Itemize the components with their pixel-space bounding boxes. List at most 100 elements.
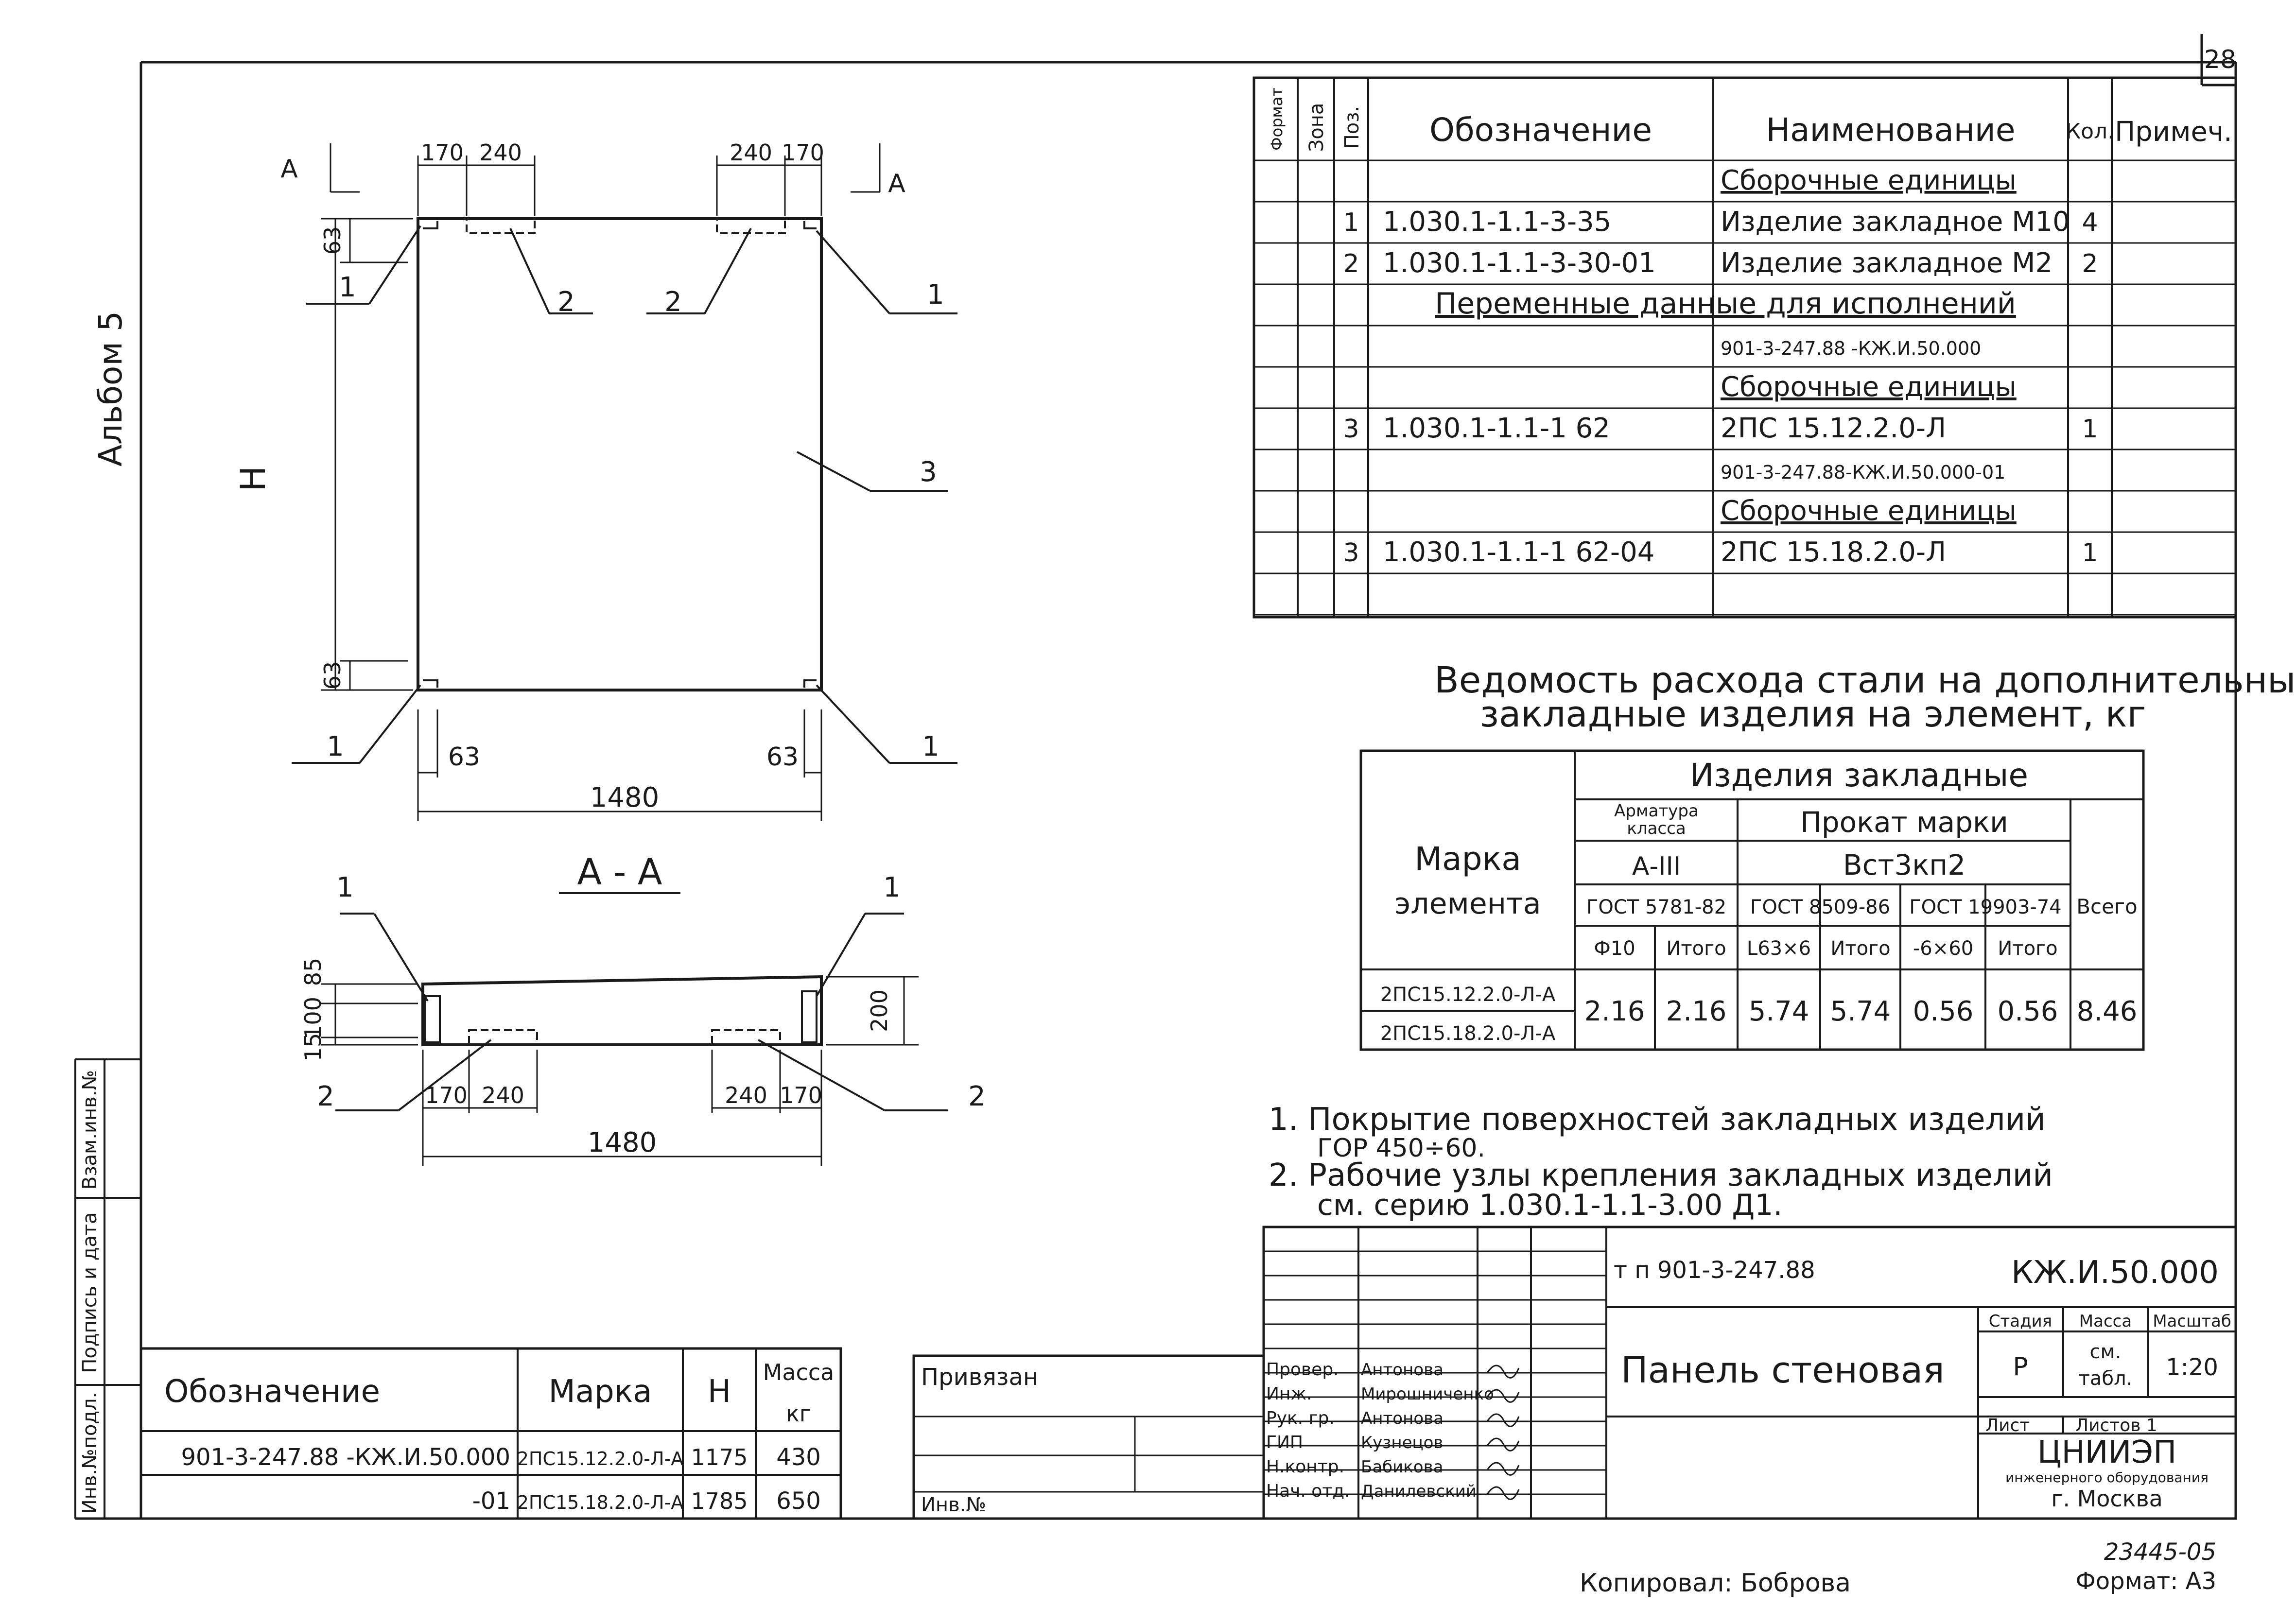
note-2-line-2: см. серию 1.030.1-1.1-3.00 Д1.	[1317, 1188, 1782, 1222]
section-dim-200: 200	[866, 989, 892, 1032]
steel-value: 2.16	[1584, 996, 1645, 1027]
title-person: Мирошниченко	[1361, 1384, 1494, 1404]
spec-row-name: Сборочные единицы	[1721, 165, 2017, 196]
spec-row-qty: 2	[2082, 249, 2098, 278]
steel-title-line2: закладные изделия на элемент, кг	[1480, 693, 2146, 735]
spec-row-name: Сборочные единицы	[1721, 495, 2017, 527]
section-embed-right	[711, 1029, 781, 1046]
section-leader-2-left: 2	[317, 1081, 334, 1112]
section-a-a: А - А 15 100 85 200 170 240	[300, 851, 986, 1166]
marks-header-mark: Марка	[549, 1374, 652, 1410]
steel-mark-label-2: элемента	[1394, 887, 1541, 921]
steel-subhead: Итого	[1998, 937, 2057, 960]
spec-header-qty: Кол.	[2066, 119, 2114, 144]
spec-row-qty: 4	[2082, 208, 2098, 237]
section-outline	[421, 975, 823, 1046]
title-block: Привязан Инв.№ т п 901-3-247.88 КЖ.И.50.…	[912, 1226, 2237, 1520]
note-1-line-1: 1. Покрытие поверхностей закладных издел…	[1269, 1102, 2046, 1138]
dim-170-left: 170	[421, 139, 464, 166]
inv-no-label: Инв.№	[921, 1494, 986, 1516]
steel-subhead: L63×6	[1747, 937, 1811, 960]
title-role: Провер.	[1266, 1360, 1339, 1380]
section-dim-85: 85	[300, 958, 326, 986]
marks-row-mass: 650	[776, 1487, 821, 1515]
page-number: 28	[2204, 45, 2236, 74]
marks-header-mass: Масса	[763, 1359, 835, 1385]
steel-consumption-table: Ведомость расхода стали на дополнительны…	[1359, 659, 2296, 1051]
section-dim-170-right: 170	[780, 1082, 822, 1108]
section-dim-15: 15	[300, 1033, 326, 1062]
signature-scribble	[1486, 1486, 1520, 1500]
title-person: Бабикова	[1361, 1457, 1443, 1477]
dim-63-top: 63	[319, 226, 346, 255]
spec-row-pos: 1	[1343, 208, 1359, 237]
steel-rolled-title: Прокат марки	[1800, 806, 2008, 839]
spec-header-format: Формат	[1268, 87, 1286, 151]
steel-subhead: -6×60	[1913, 937, 1973, 960]
embed-part-top-left	[466, 218, 536, 234]
title-org-1: ЦНИИЭП	[2037, 1434, 2176, 1470]
title-scale-label: Масштаб	[2153, 1312, 2231, 1331]
signature-scribble	[1486, 1413, 1520, 1427]
leader-1-bottom-left: 1	[327, 731, 344, 762]
spec-row-name: Изделие закладное М2	[1721, 247, 2052, 279]
spec-header-note: Примеч.	[2115, 116, 2232, 148]
dim-240-right: 240	[730, 139, 772, 166]
marks-row-mass: 430	[776, 1444, 821, 1471]
steel-subhead: Ф10	[1594, 937, 1635, 960]
title-person: Антонова	[1361, 1409, 1444, 1428]
section-mark-left: А	[280, 155, 298, 184]
leader-1-top-left: 1	[339, 272, 356, 303]
title-role: Рук. гр.	[1266, 1408, 1335, 1428]
embed-part-top-right	[716, 218, 786, 234]
spec-row-qty: 1	[2082, 415, 2098, 444]
signature-scribble	[1486, 1437, 1520, 1451]
leader-3-panel: 3	[920, 456, 937, 488]
panel-elevation: 170 240 240 170 63 63 Н 63 63 1480 А А 1…	[233, 139, 957, 821]
section-dim-width: 1480	[588, 1127, 657, 1158]
title-mass-2: табл.	[2079, 1367, 2133, 1390]
dim-63-bottom: 63	[319, 661, 346, 690]
marks-row-h: 1785	[691, 1488, 748, 1514]
steel-gost-2: ГОСТ 8509-86	[1750, 896, 1890, 918]
leader-1-bottom-right: 1	[922, 731, 939, 762]
doc-id: 23445-05	[2104, 1538, 2216, 1566]
spec-row-variable-data: Переменные данные для исполнений	[1435, 287, 2016, 321]
marks-row-mark: 2ПС15.12.2.0-Л-А	[517, 1448, 684, 1469]
spec-row-name: 2ПС 15.12.2.0-Л	[1721, 413, 1946, 444]
title-org-2: инженерного оборудования	[2005, 1469, 2209, 1486]
title-sheets-label: Листов 1	[2075, 1416, 2157, 1435]
marks-row-mark: 2ПС15.18.2.0-Л-А	[517, 1492, 684, 1513]
leader-2-top-right: 2	[664, 286, 682, 318]
height-label: Н	[233, 466, 273, 492]
section-leader-1-left: 1	[336, 872, 354, 903]
album-label: Альбом 5	[92, 311, 129, 467]
section-dim-170-left: 170	[425, 1082, 468, 1108]
title-person: Данилевский	[1361, 1482, 1477, 1501]
title-person: Кузнецов	[1361, 1433, 1443, 1452]
spec-row-name: 2ПС 15.18.2.0-Л	[1721, 536, 1946, 568]
steel-total-label: Всего	[2076, 895, 2138, 918]
steel-rebar-class-1: Арматура	[1614, 801, 1699, 821]
spec-row-designation: 1.030.1-1.1-3-30-01	[1383, 247, 1656, 279]
spec-header-pos: Поз.	[1341, 106, 1363, 149]
marks-header-kg: кг	[786, 1400, 811, 1427]
leader-1-top-right: 1	[927, 279, 944, 311]
dim-170-right: 170	[782, 139, 824, 166]
title-sheet-label: Лист	[1985, 1416, 2030, 1435]
steel-group-title: Изделия закладные	[1690, 757, 2028, 794]
spec-row-name: 901-3-247.88-КЖ.И.50.000-01	[1721, 462, 2005, 483]
title-person: Антонова	[1361, 1360, 1444, 1380]
marks-table: Обозначение Марка Н Масса кг 901-3-247.8…	[139, 1347, 842, 1520]
title-role: ГИП	[1266, 1433, 1303, 1452]
title-mass-1: см.	[2090, 1341, 2122, 1363]
steel-subhead: Итого	[1666, 937, 1726, 960]
spec-header-name: Наименование	[1766, 111, 2016, 149]
steel-rebar-class-value: А-III	[1632, 852, 1681, 881]
spec-row-pos: 3	[1343, 415, 1359, 444]
signature-scribble	[1486, 1462, 1520, 1476]
title-name: Панель стеновая	[1621, 1349, 1945, 1391]
marks-row-h: 1175	[691, 1444, 748, 1470]
note-2-line-1: 2. Рабочие узлы крепления закладных изде…	[1269, 1158, 2053, 1193]
